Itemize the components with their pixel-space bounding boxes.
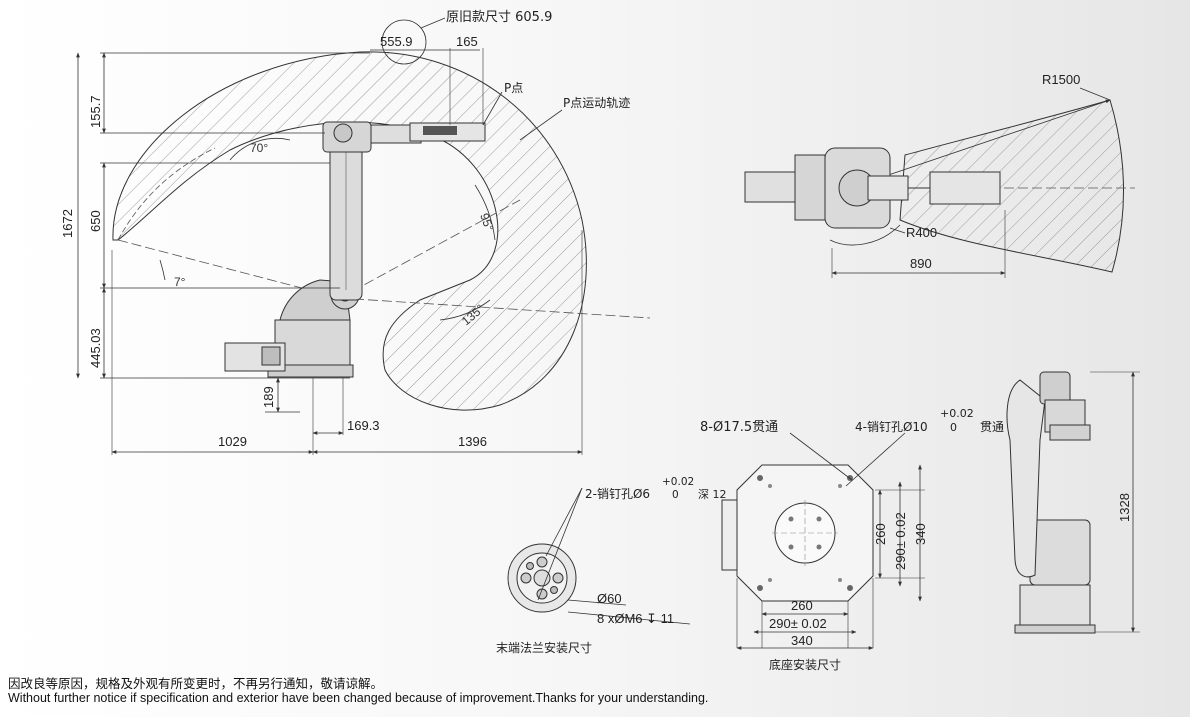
base-labels: 8-Ø17.5贯通 4-销钉孔Ø10 +0.02 0 贯通 260 290± 0… bbox=[700, 407, 1004, 672]
flange-pin-depth: 深 12 bbox=[698, 488, 727, 501]
dim-260-vertical: 260 bbox=[873, 523, 888, 545]
radius-400: R400 bbox=[906, 225, 937, 240]
robot-top bbox=[744, 147, 1001, 229]
base-through-holes: 8-Ø17.5贯通 bbox=[700, 420, 778, 435]
dim-1328: 1328 bbox=[1117, 493, 1132, 522]
dim-890: 890 bbox=[910, 256, 932, 271]
flange-pin-tolerance-zero: 0 bbox=[672, 489, 679, 501]
dim-1396: 1396 bbox=[458, 434, 487, 449]
dim-445-03: 445.03 bbox=[88, 328, 103, 368]
base-pin-through: 贯通 bbox=[980, 420, 1004, 434]
dim-165: 165 bbox=[456, 34, 478, 49]
dim-555-9: 555.9 bbox=[380, 34, 413, 49]
p-point-label: P点 bbox=[504, 81, 523, 95]
disclaimer-english: Without further notice if specification … bbox=[8, 691, 709, 705]
dim-1672: 1672 bbox=[60, 209, 75, 238]
side-view bbox=[76, 17, 651, 455]
dim-650: 650 bbox=[88, 210, 103, 232]
top-view-labels: R1500 R400 890 bbox=[906, 72, 1080, 271]
dim-1029: 1029 bbox=[218, 434, 247, 449]
dim-169-3: 169.3 bbox=[347, 418, 380, 433]
flange-pin-tolerance: +0.02 bbox=[662, 476, 694, 488]
side-view-labels: 原旧款尺寸 605.9 555.9 165 P点 P点运动轨迹 1672 155… bbox=[60, 10, 630, 449]
dim-290-horizontal: 290± 0.02 bbox=[769, 616, 827, 631]
dim-260-horizontal: 260 bbox=[791, 598, 813, 613]
robot-side bbox=[224, 121, 486, 378]
legacy-size-note: 原旧款尺寸 605.9 bbox=[446, 10, 552, 25]
angle-95: 95° bbox=[477, 211, 496, 233]
flange-caption: 末端法兰安装尺寸 bbox=[496, 640, 592, 655]
dim-340-horizontal: 340 bbox=[791, 633, 813, 648]
dim-189: 189 bbox=[261, 386, 276, 408]
base-pin-tolerance-zero: 0 bbox=[950, 421, 957, 434]
front-view bbox=[1006, 371, 1140, 634]
end-flange bbox=[507, 487, 691, 625]
base-caption: 底座安装尺寸 bbox=[769, 657, 841, 672]
flange-labels: 2-销钉孔Ø6 +0.02 0 深 12 Ø60 8 xØM6 ↧ 11 末端法… bbox=[496, 476, 727, 655]
dim-155-7: 155.7 bbox=[88, 95, 103, 128]
dim-290-vertical: 290± 0.02 bbox=[893, 512, 908, 570]
top-view bbox=[744, 87, 1135, 278]
flange-m6-thread: 8 xØM6 ↧ 11 bbox=[597, 611, 674, 626]
work-envelope bbox=[112, 51, 587, 411]
angle-70: 70° bbox=[250, 141, 268, 155]
p-path-label: P点运动轨迹 bbox=[563, 96, 630, 110]
dim-340-vertical: 340 bbox=[913, 523, 928, 545]
base-plate bbox=[721, 432, 925, 650]
angle-7: 7° bbox=[174, 275, 186, 289]
radius-1500: R1500 bbox=[1042, 72, 1080, 87]
disclaimer-chinese: 因改良等原因，规格及外观有所变更时，不再另行通知，敬请谅解。 bbox=[8, 676, 384, 691]
front-view-labels: 1328 bbox=[1117, 493, 1132, 522]
flange-diameter-60: Ø60 bbox=[597, 591, 622, 606]
base-pin-tolerance: +0.02 bbox=[940, 407, 974, 420]
base-pin-holes: 4-销钉孔Ø10 bbox=[855, 420, 928, 434]
flange-pin-hole: 2-销钉孔Ø6 bbox=[585, 487, 650, 501]
